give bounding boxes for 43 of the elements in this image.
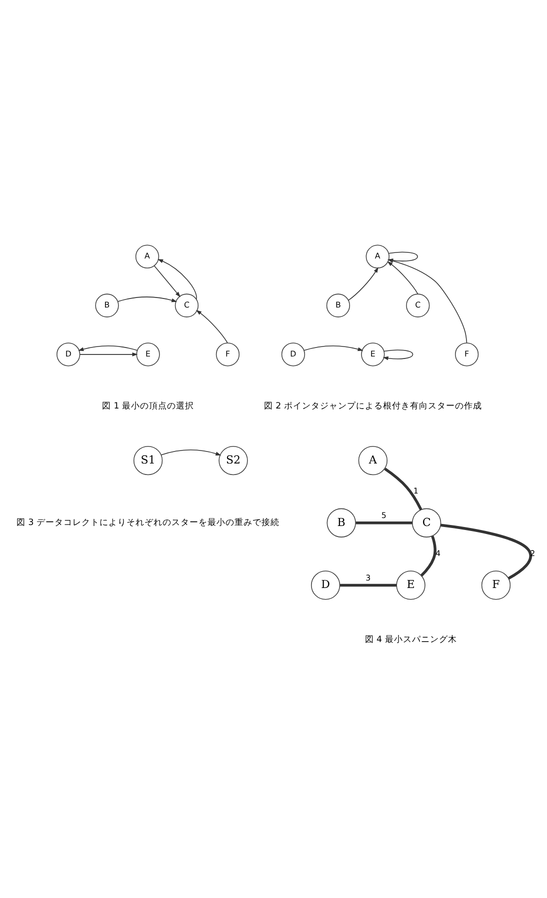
connector [340,583,397,586]
arrow [382,349,414,360]
arrow [160,449,222,455]
node-circle: E [361,342,385,366]
connector [420,535,436,576]
node-circle: C [412,508,442,537]
arrow [158,258,197,300]
label: 図 4 最小スパニング木 [364,634,457,644]
node-circle: S1 [133,445,163,475]
edge-label: 5 [381,510,386,520]
edge-label: 1 [413,486,418,496]
node-circle: C [174,293,199,317]
node-circle: D [56,342,80,366]
node-circle: S2 [218,445,248,475]
node-circle: C [406,293,430,317]
node-circle: A [135,244,160,268]
node-circle: B [95,293,119,317]
arrow [80,352,138,356]
arrow [304,344,364,351]
label: 図 2 ポインタジャンプによる根付き有向スターの作成 [264,400,482,411]
edge-label: 3 [366,572,371,582]
node-circle: F [454,342,479,366]
arrow [118,296,178,302]
label: 図 3 データコレクトによりそれぞれのスターを最小の重みで接続 [16,518,280,528]
node-circle: B [326,508,356,537]
arrow [78,344,138,351]
node-circle: D [310,570,340,600]
node-circle: D [281,342,306,366]
connector [384,467,422,510]
connector [440,523,532,580]
arrow [154,264,180,297]
node-circle: F [216,342,240,366]
node-circle: F [481,570,511,600]
arrow [348,266,378,300]
node-circle: E [136,342,160,366]
node-circle: B [326,293,350,317]
label: 図 1 最小の頂点の選択 [102,400,194,411]
connector [356,521,412,524]
node-circle: A [366,244,390,268]
arrow [196,309,228,343]
node-circle: E [396,570,426,600]
arrow [387,260,418,294]
node-circle: A [358,445,388,475]
